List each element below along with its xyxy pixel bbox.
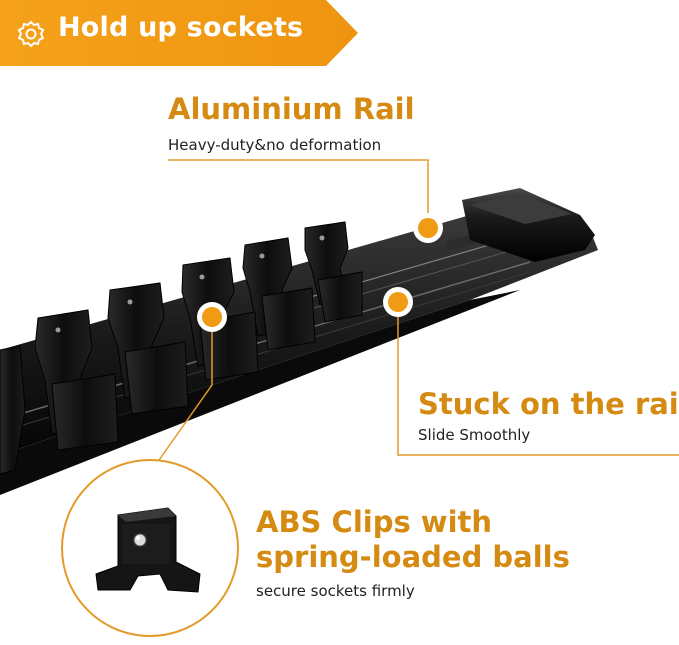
feature-aluminium-rail-subtitle: Heavy-duty&no deformation: [168, 136, 382, 154]
gear-icon: [17, 20, 45, 48]
header-banner: Hold up sockets: [0, 0, 360, 66]
banner-title: Hold up sockets: [58, 12, 304, 43]
feature-stuck-on-rail-title: Stuck on the rail: [418, 387, 679, 421]
feature-abs-clips-title-line2: spring-loaded balls: [256, 540, 570, 574]
feature-abs-clips-title-line1: ABS Clips with: [256, 505, 493, 539]
feature-abs-clips-subtitle: secure sockets firmly: [256, 582, 415, 600]
abs-clip-detail: [95, 507, 201, 593]
feature-stuck-on-rail-subtitle: Slide Smoothly: [418, 426, 531, 444]
feature-aluminium-rail-title: Aluminium Rail: [168, 92, 415, 126]
